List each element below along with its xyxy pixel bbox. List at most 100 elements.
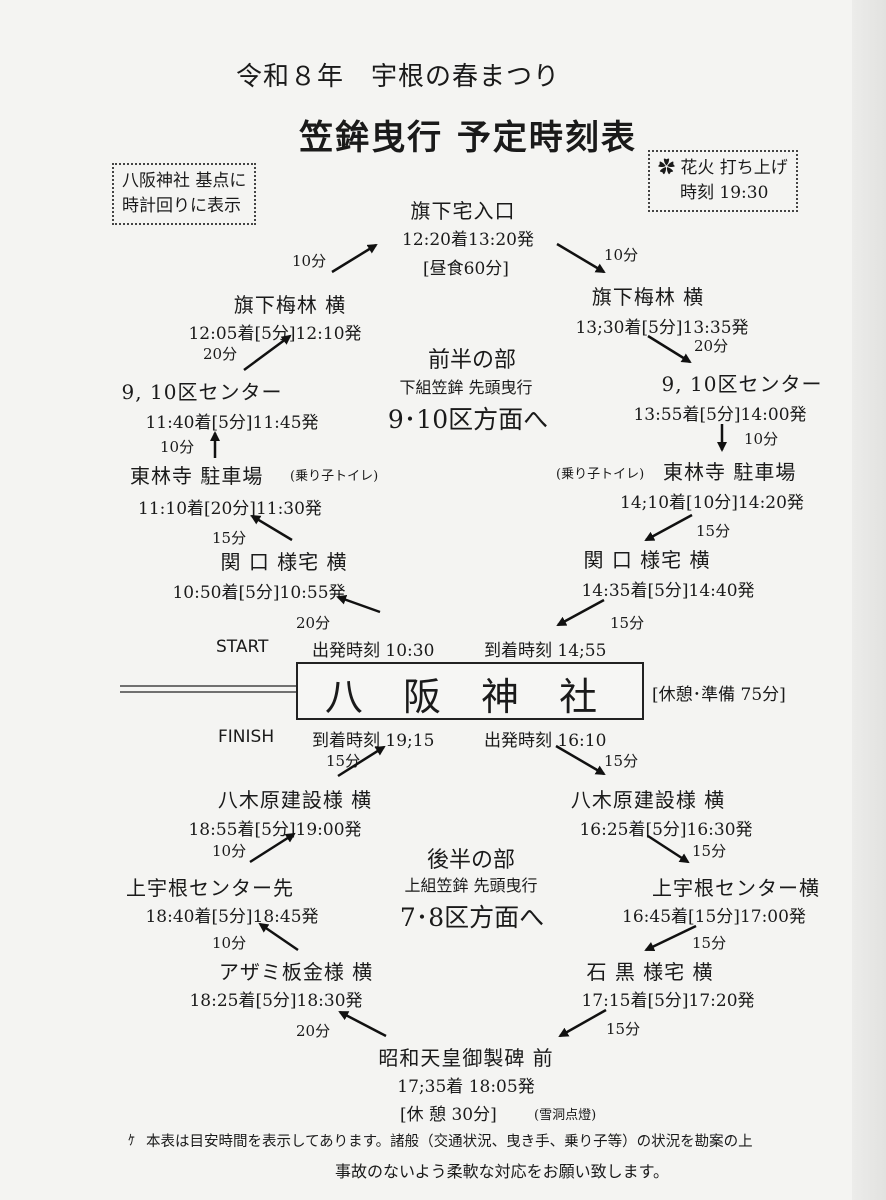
stop-time: 17;35着 18:05発 <box>397 1077 535 1097</box>
left-note-line: 時計回りに表示 <box>122 196 241 216</box>
shrine-box <box>296 662 644 720</box>
stop-time: 16:25着[5分]16:30発 <box>579 820 753 840</box>
duration-label: 15分 <box>692 934 727 952</box>
footer-bullet: ｹ <box>128 1133 135 1149</box>
arrow <box>556 598 605 627</box>
stop-time: 14;10着[10分]14:20発 <box>620 493 804 513</box>
duration-label: 15分 <box>606 1020 641 1038</box>
duration-label: 20分 <box>694 337 729 355</box>
stop-name: 石 黒 様宅 横 <box>586 960 714 984</box>
stop-time: 18:55着[5分]19:00発 <box>188 820 362 840</box>
page-fold-shadow <box>852 0 886 1200</box>
left-note-line: 八阪神社 基点に <box>122 171 247 191</box>
stop-name: 旗下宅入口 <box>410 199 516 223</box>
arrow <box>249 832 296 864</box>
stop-name: 上宇根センター先 <box>126 876 294 900</box>
stop-time: 18:40着[5分]18:45発 <box>145 907 319 927</box>
stop-name: 旗下梅林 横 <box>591 285 705 309</box>
arrow <box>336 594 381 614</box>
duration-label: 15分 <box>604 752 639 770</box>
stop-name: アザミ板金様 横 <box>218 960 374 984</box>
finish-arrive-time: 到着時刻 19;15 <box>312 731 435 751</box>
fireworks-time: 時刻 19:30 <box>680 183 769 203</box>
shrine-rest: [休憩･準備 75分] <box>652 685 786 705</box>
stop-name: 9, 10区センター <box>121 380 283 404</box>
stop-name: 上宇根センター横 <box>652 876 820 900</box>
flower-icon: ✿ <box>658 158 675 178</box>
stop-rest: [休 憩 30分] <box>400 1105 497 1125</box>
duration-label: 20分 <box>296 1022 331 1040</box>
stop-name: 八木原建設様 横 <box>570 788 726 812</box>
duration-label: 15分 <box>326 752 361 770</box>
stop-time: 18:25着[5分]18:30発 <box>189 991 363 1011</box>
first-half-sub: 下組笠鉾 先頭曳行 <box>399 378 533 397</box>
duration-label: 20分 <box>296 614 331 632</box>
second-half-depart-time: 出発時刻 16:10 <box>484 731 607 751</box>
arrow <box>243 334 292 372</box>
arrow <box>644 924 697 952</box>
stop-name: 旗下梅林 横 <box>233 293 347 317</box>
shrine-name: 八 阪 神 社 <box>324 675 612 719</box>
arrow <box>558 1008 607 1038</box>
fireworks-label: 花火 打ち上げ <box>680 158 788 178</box>
arrow <box>250 514 293 542</box>
left-note-box: 八阪神社 基点に 時計回りに表示 <box>112 163 257 225</box>
arrow <box>555 744 606 776</box>
arrow <box>644 513 693 542</box>
stop-note: (雪洞点燈) <box>534 1108 597 1123</box>
stop-note: (乗り子トイレ) <box>556 467 645 482</box>
stop-time: 13:55着[5分]14:00発 <box>633 405 807 425</box>
arrow <box>337 745 386 778</box>
stop-time: 13;30着[5分]13:35発 <box>575 318 749 338</box>
stop-time: 11:40着[5分]11:45発 <box>145 413 319 433</box>
duration-label: 10分 <box>212 934 247 952</box>
footer-line-2: 事故のないよう柔軟な対応をお願い致します。 <box>334 1162 670 1181</box>
stop-time: 17:15着[5分]17:20発 <box>581 991 755 1011</box>
schedule-title: 笠鉾曳行 予定時刻表 <box>299 118 637 158</box>
stop-name: 関 口 様宅 横 <box>583 548 711 572</box>
stop-name: 関 口 様宅 横 <box>220 550 348 574</box>
arrow <box>331 243 378 274</box>
stop-rest: [昼食60分] <box>423 259 509 279</box>
second-half-title: 後半の部 <box>426 848 516 873</box>
second-half-direction: 7･8区方面へ <box>399 903 545 932</box>
duration-label: 10分 <box>292 252 327 270</box>
stop-time: 12:05着[5分]12:10発 <box>188 324 362 344</box>
stop-time: 16:45着[15分]17:00発 <box>622 907 806 927</box>
first-half-arrive-time: 到着時刻 14;55 <box>484 641 607 661</box>
duration-label: 10分 <box>744 430 779 448</box>
start-depart-time: 出発時刻 10:30 <box>312 641 435 661</box>
footer-line-1: 本表は目安時間を表示してあります。諸般（交通状況、曳き手、乗り子等）の状況を勘案… <box>146 1134 753 1150</box>
second-half-sub: 上組笠鉾 先頭曳行 <box>404 876 538 895</box>
stop-name: 東林寺 駐車場 <box>663 460 797 484</box>
arrow <box>647 334 692 364</box>
first-half-direction: 9･10区方面へ <box>387 405 549 434</box>
duration-label: 15分 <box>692 842 727 860</box>
arrow <box>647 834 690 864</box>
stop-name: 昭和天皇御製碑 前 <box>378 1046 554 1070</box>
duration-label: 10分 <box>160 438 195 456</box>
stop-time: 14:35着[5分]14:40発 <box>581 581 755 601</box>
stop-name: 9, 10区センター <box>661 372 823 396</box>
event-title: 令和８年 宇根の春まつり <box>235 62 561 92</box>
stop-name: 八木原建設様 横 <box>217 788 373 812</box>
stop-time: 10:50着[5分]10:55発 <box>172 583 346 603</box>
arrow <box>338 1010 387 1038</box>
stop-note: (乗り子トイレ) <box>290 469 379 484</box>
duration-label: 15分 <box>696 522 731 540</box>
start-label: START <box>216 637 269 657</box>
duration-label: 15分 <box>212 529 247 547</box>
fireworks-note-box: ✿ 花火 打ち上げ 時刻 19:30 <box>648 150 798 212</box>
duration-label: 10分 <box>604 246 639 264</box>
duration-label: 20分 <box>203 345 238 363</box>
duration-label: 10分 <box>212 842 247 860</box>
first-half-title: 前半の部 <box>427 348 517 373</box>
duration-label: 15分 <box>610 614 645 632</box>
stop-time: 11:10着[20分]11:30発 <box>138 499 322 519</box>
stop-name: 東林寺 駐車場 <box>130 464 264 488</box>
stop-time: 12:20着13:20発 <box>402 230 534 250</box>
arrow <box>258 922 299 952</box>
arrow <box>556 242 606 274</box>
finish-label: FINISH <box>218 727 275 747</box>
